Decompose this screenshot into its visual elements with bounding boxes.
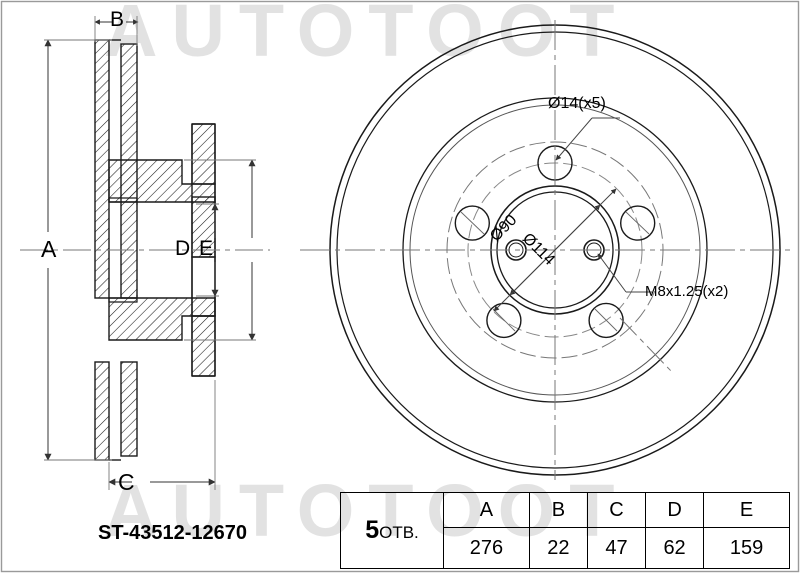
dimension-label-E: E: [199, 237, 214, 260]
holes-cell: 5ОТВ.: [340, 492, 444, 569]
header-D: D: [645, 492, 705, 528]
header-B: B: [528, 492, 588, 528]
header-A: A: [443, 492, 530, 528]
dimension-label-D: D: [175, 237, 191, 260]
table-row-values: 276 22 47 62 159: [341, 527, 790, 569]
table-row-headers: 5ОТВ. A B C D E: [340, 492, 790, 569]
value-E: 159: [703, 527, 790, 569]
callout-thread: M8x1.25(x2): [645, 283, 729, 300]
cross-section-view: [20, 39, 270, 461]
header-E: E: [703, 492, 790, 528]
dimension-D: [196, 203, 219, 297]
dimension-E: [184, 159, 256, 341]
header-C: C: [586, 492, 647, 528]
dimension-C: [108, 380, 216, 490]
dimension-A: [44, 39, 112, 461]
lug-hole: [620, 205, 656, 241]
dimension-label-B: B: [110, 8, 125, 31]
value-D: 62: [645, 527, 705, 569]
hat-section-lower: [108, 123, 216, 205]
holes-text: ОТВ.: [379, 523, 419, 542]
value-B: 22: [528, 527, 588, 569]
part-number: ST-43512-12670: [98, 522, 248, 544]
leader-thread: [597, 253, 652, 293]
friction-ring-lower: [94, 361, 138, 461]
spec-table: 5ОТВ. A B C D E 276 22 47 62 159: [340, 492, 790, 569]
value-A: 276: [443, 527, 530, 569]
holes-count: 5: [365, 516, 380, 544]
dimension-label-A: A: [41, 236, 57, 262]
value-C: 47: [586, 527, 647, 569]
leader-bolt-holes: [555, 117, 620, 161]
lug-hole: [454, 205, 490, 241]
dimension-label-C: C: [118, 469, 135, 495]
callout-bolt-holes: Ø14(x5): [548, 95, 606, 112]
face-view: [300, 20, 790, 480]
dimension-B: [94, 16, 139, 46]
watermark-top: AUTOTOOT: [104, 0, 629, 72]
dimension-boltcircle-line: [493, 188, 617, 312]
